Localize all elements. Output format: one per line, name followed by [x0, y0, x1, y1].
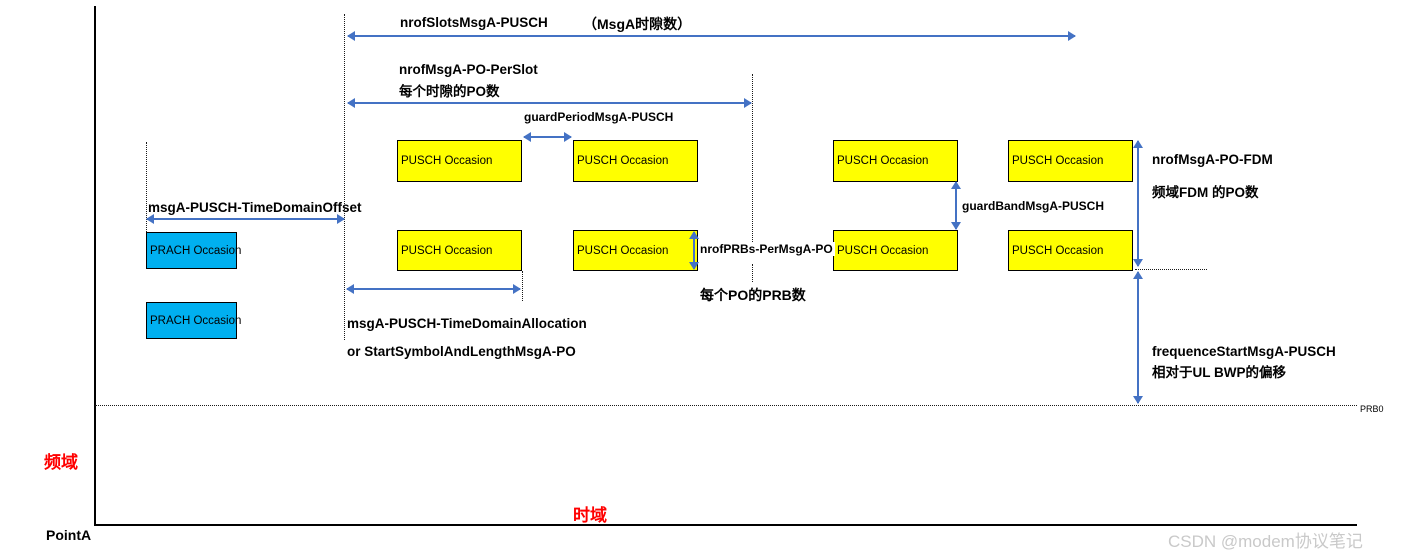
pusch-occasion-box: PUSCH Occasion: [397, 140, 522, 182]
pusch-occasion-box: PUSCH Occasion: [1008, 230, 1133, 271]
pusch-occasion-box: PUSCH Occasion: [573, 230, 698, 271]
pusch-occasion-label: PUSCH Occasion: [401, 244, 493, 257]
pusch-occasion-label: PUSCH Occasion: [577, 244, 669, 257]
nrof-po-fdm-label: nrofMsgA-PO-FDM: [1152, 152, 1273, 167]
prach-occasion-box: PRACH Occasion: [146, 232, 241, 269]
pusch-occasion-box: PUSCH Occasion: [1008, 140, 1133, 182]
pusch-occasion-box: PUSCH Occasion: [397, 230, 522, 271]
nrof-prbs-arrow: [689, 231, 699, 270]
guide-line-slot-start: [344, 14, 345, 340]
frequency-axis-line: [94, 6, 96, 526]
pusch-occasion-box: PUSCH Occasion: [573, 140, 698, 182]
prb0-label: PRB0: [1360, 404, 1384, 414]
guard-period-label: guardPeriodMsgA-PUSCH: [524, 110, 674, 124]
time-axis-label: 时域: [573, 506, 607, 525]
guide-line-po-end: [522, 271, 523, 301]
time-domain-allocation-arrow: [346, 284, 521, 294]
guard-period-arrow: [523, 132, 572, 142]
guard-band-label: guardBandMsgA-PUSCH: [960, 199, 1107, 213]
guide-line-slot-end-lower: [752, 264, 753, 282]
prach-occasion-box: PRACH Occasion: [146, 302, 241, 339]
pusch-occasion-label: PUSCH Occasion: [577, 155, 669, 167]
prach-occasion-label: PRACH Occasion: [150, 314, 242, 327]
time-domain-offset-label: msgA-PUSCH-TimeDomainOffset: [148, 200, 362, 215]
guard-band-arrow: [951, 181, 961, 230]
guide-line-slot-end-upper: [752, 74, 753, 242]
pusch-occasion-label: PUSCH Occasion: [401, 155, 493, 167]
pusch-occasion-box: PUSCH Occasion: [833, 230, 958, 271]
time-domain-offset-arrow: [146, 214, 345, 224]
prach-occasion-label: PRACH Occasion: [150, 244, 242, 257]
guide-line-prb0: [95, 405, 1357, 406]
nrof-po-per-slot-arrow: [347, 98, 752, 108]
frequence-start-label: frequenceStartMsgA-PUSCH: [1152, 344, 1336, 359]
nrof-po-fdm-cn-label: 频域FDM 的PO数: [1152, 185, 1259, 200]
nrof-po-per-slot-cn-label: 每个时隙的PO数: [399, 84, 500, 99]
guide-line-prach-start: [146, 142, 147, 232]
time-axis-line: [95, 524, 1357, 526]
guide-line-fdm-bottom: [1135, 269, 1207, 270]
time-domain-allocation-alt-label: or StartSymbolAndLengthMsgA-PO: [347, 344, 576, 359]
point-a-label: PointA: [46, 527, 92, 543]
pusch-occasion-box: PUSCH Occasion: [833, 140, 958, 182]
frequence-start-arrow: [1133, 271, 1143, 404]
nrof-prbs-cn-label: 每个PO的PRB数: [700, 287, 806, 303]
pusch-occasion-label: PUSCH Occasion: [1012, 244, 1104, 257]
nrof-po-fdm-arrow: [1133, 140, 1143, 267]
frequency-axis-label: 频域: [44, 453, 78, 472]
pusch-occasion-label: PUSCH Occasion: [1012, 155, 1104, 167]
frequence-start-cn-label: 相对于UL BWP的偏移: [1152, 365, 1286, 380]
pusch-occasion-label: PUSCH Occasion: [837, 244, 929, 257]
time-domain-allocation-label: msgA-PUSCH-TimeDomainAllocation: [347, 316, 587, 331]
nrof-slots-label: nrofSlotsMsgA-PUSCH: [400, 15, 548, 30]
pusch-occasion-label: PUSCH Occasion: [837, 155, 929, 167]
nrof-slots-cn-label: （MsgA时隙数）: [583, 16, 692, 32]
csdn-watermark: CSDN @modem协议笔记: [1168, 532, 1363, 551]
nrof-slots-arrow: [347, 31, 1076, 41]
nrof-po-per-slot-label: nrofMsgA-PO-PerSlot: [399, 62, 538, 77]
nrof-prbs-label: nrofPRBs-PerMsgA-PO: [698, 242, 835, 256]
